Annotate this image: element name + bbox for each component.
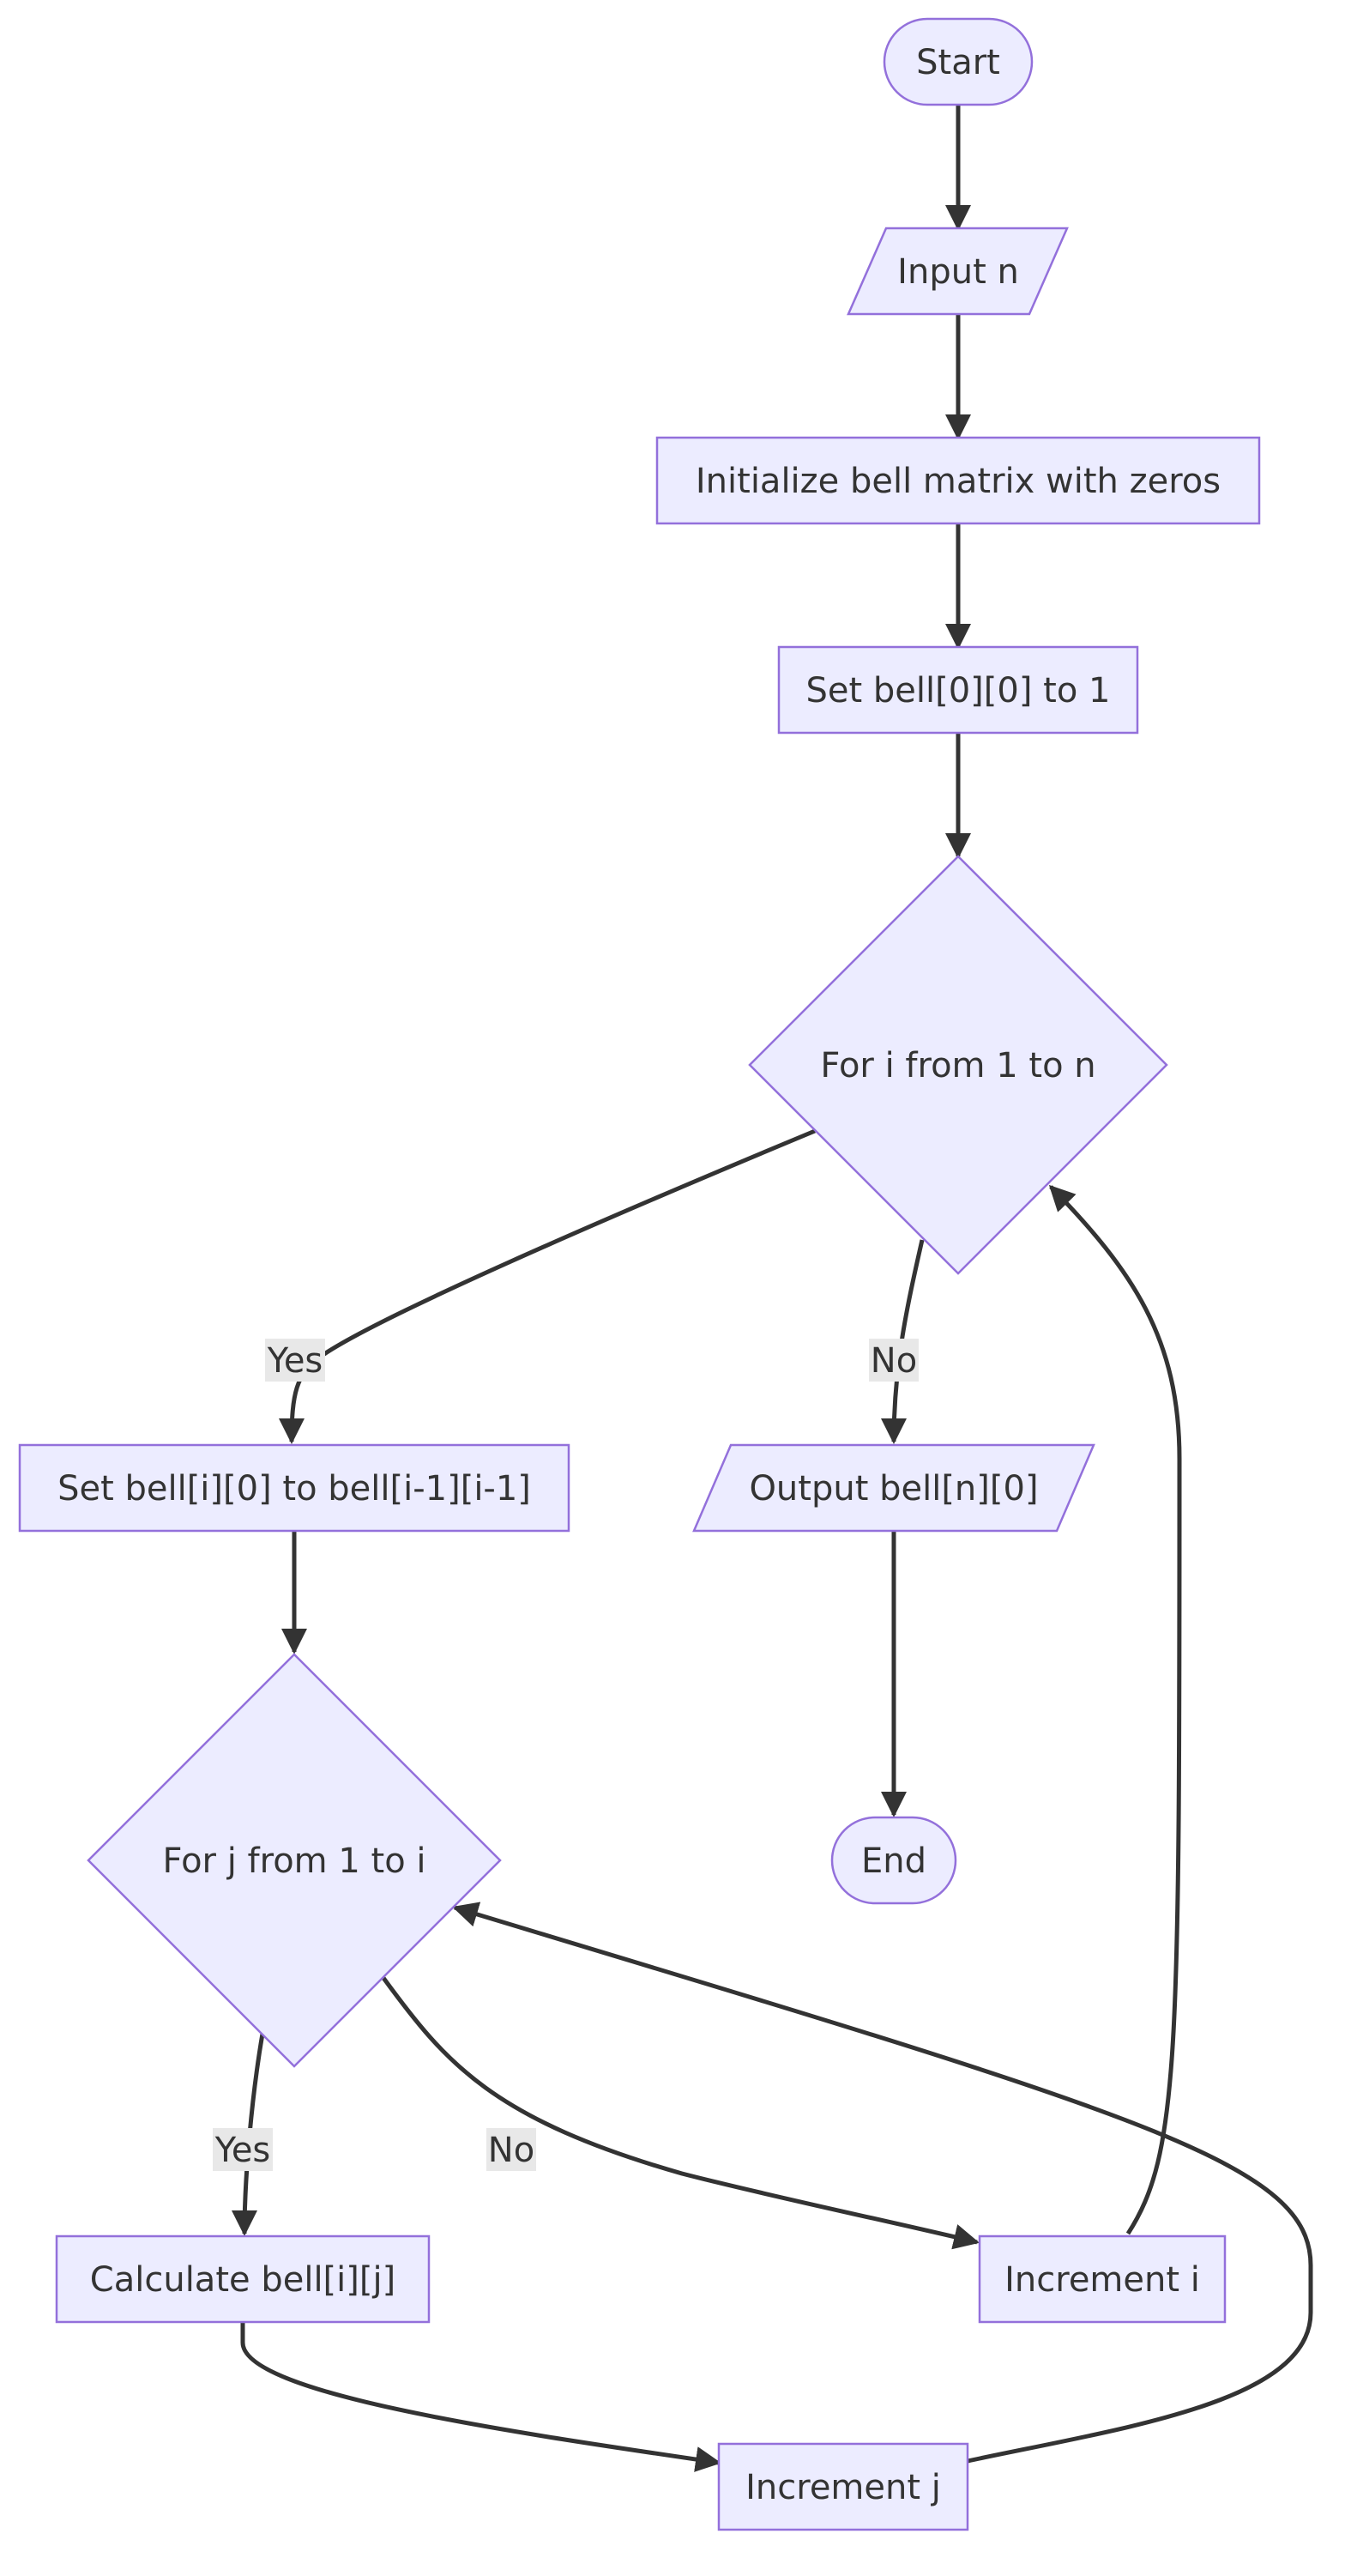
node-end: End bbox=[830, 1816, 957, 1905]
node-output: Output bell[n][0] bbox=[692, 1443, 1095, 1533]
edge-increment-i-to-loop-i bbox=[1048, 1184, 1182, 2235]
node-calculate-label: Calculate bell[i][j] bbox=[90, 2260, 395, 2300]
label-bg-loop-j-no bbox=[486, 2128, 536, 2171]
node-loop-j-decision: For j from 1 to i bbox=[87, 1653, 502, 2068]
node-set-first: Set bell[0][0] to 1 bbox=[777, 645, 1139, 735]
nodes: Start Input n Initialize bell matrix wit… bbox=[18, 17, 1261, 2531]
label-bg-loop-i-no bbox=[869, 1339, 919, 1382]
edge-calculate-to-increment-j bbox=[240, 2321, 721, 2472]
node-calculate: Calculate bell[i][j] bbox=[55, 2234, 431, 2324]
node-input-n: Input n bbox=[847, 227, 1069, 316]
node-init-matrix-label: Initialize bell matrix with zeros bbox=[696, 462, 1221, 501]
node-start-label: Start bbox=[916, 43, 1000, 82]
node-end-label: End bbox=[861, 1841, 926, 1881]
node-set-first-label: Set bell[0][0] to 1 bbox=[806, 671, 1111, 711]
label-bg-loop-j-yes bbox=[213, 2128, 273, 2171]
node-increment-i: Increment i bbox=[978, 2234, 1227, 2324]
node-loop-i-decision: For i from 1 to n bbox=[748, 855, 1168, 1275]
node-output-label: Output bell[n][0] bbox=[749, 1469, 1038, 1509]
node-input-n-label: Input n bbox=[897, 252, 1019, 292]
edges bbox=[232, 105, 1313, 2472]
node-increment-j: Increment j bbox=[717, 2442, 969, 2531]
edge-label-loop-j-no: No bbox=[488, 2131, 534, 2170]
node-set-row-start-label: Set bell[i][0] to bell[i-1][i-1] bbox=[57, 1469, 531, 1509]
node-loop-j-label: For j from 1 to i bbox=[163, 1841, 426, 1881]
edge-label-loop-i-no: No bbox=[871, 1341, 917, 1381]
edge-label-loop-j-yes: Yes bbox=[214, 2131, 271, 2170]
edge-label-loop-i-yes: Yes bbox=[267, 1341, 323, 1381]
node-init-matrix: Initialize bell matrix with zeros bbox=[655, 436, 1261, 525]
edge-increment-j-to-loop-j bbox=[452, 1902, 1313, 2464]
node-set-row-start: Set bell[i][0] to bell[i-1][i-1] bbox=[18, 1443, 570, 1533]
edge-loop-j-no bbox=[381, 1976, 980, 2250]
edge-loop-i-yes bbox=[279, 1128, 816, 1444]
node-start: Start bbox=[883, 17, 1034, 106]
label-bg-loop-i-yes bbox=[265, 1339, 325, 1382]
edge-labels: Yes No Yes No bbox=[213, 1339, 919, 2171]
node-increment-i-label: Increment i bbox=[1004, 2260, 1200, 2300]
node-loop-i-label: For i from 1 to n bbox=[820, 1046, 1095, 1085]
edge-loop-i-no bbox=[881, 1239, 925, 1444]
node-increment-j-label: Increment j bbox=[745, 2468, 941, 2507]
